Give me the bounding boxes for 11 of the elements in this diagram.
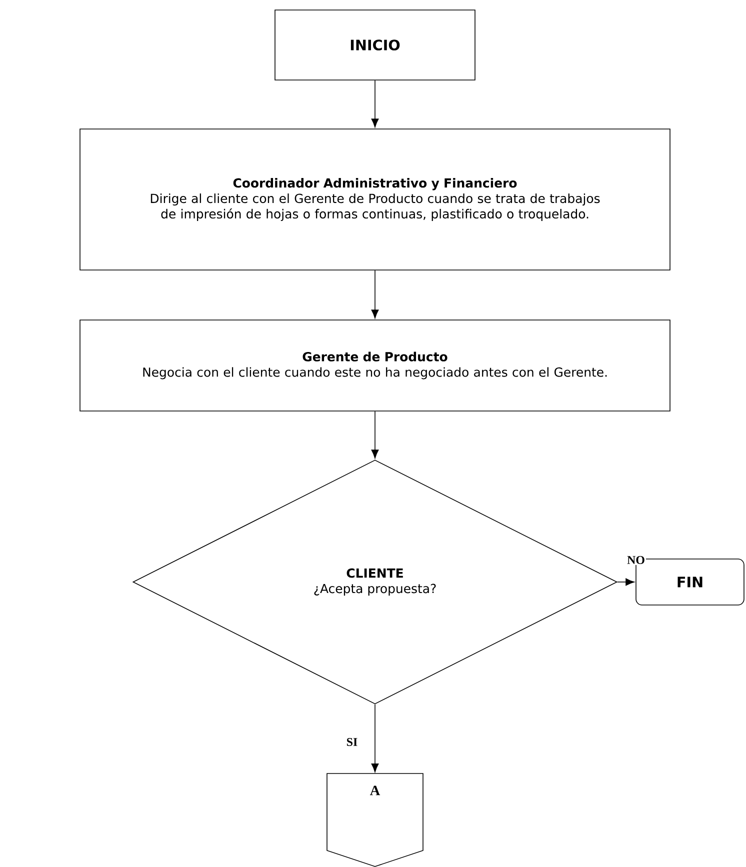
start-box: INICIO <box>274 10 476 80</box>
arrow <box>371 80 379 128</box>
edge-label: NO <box>626 555 646 566</box>
arrow <box>617 578 634 586</box>
process-box: Coordinador Administrativo y Financiero Dirige al cliente con el Gerente de Producto cuando se trata de trabajos de impresión de hojas o formas continuas, plastificado o troquelado. <box>80 128 670 270</box>
process-box: Gerente de Producto Negocia con el cliente cuando este no ha negociado antes con el Gerente. <box>80 320 670 412</box>
arrow <box>371 411 379 458</box>
arrow <box>371 704 379 772</box>
off-page-connector: A <box>326 773 424 867</box>
edge-label: SI <box>345 736 359 748</box>
arrow <box>371 270 379 318</box>
